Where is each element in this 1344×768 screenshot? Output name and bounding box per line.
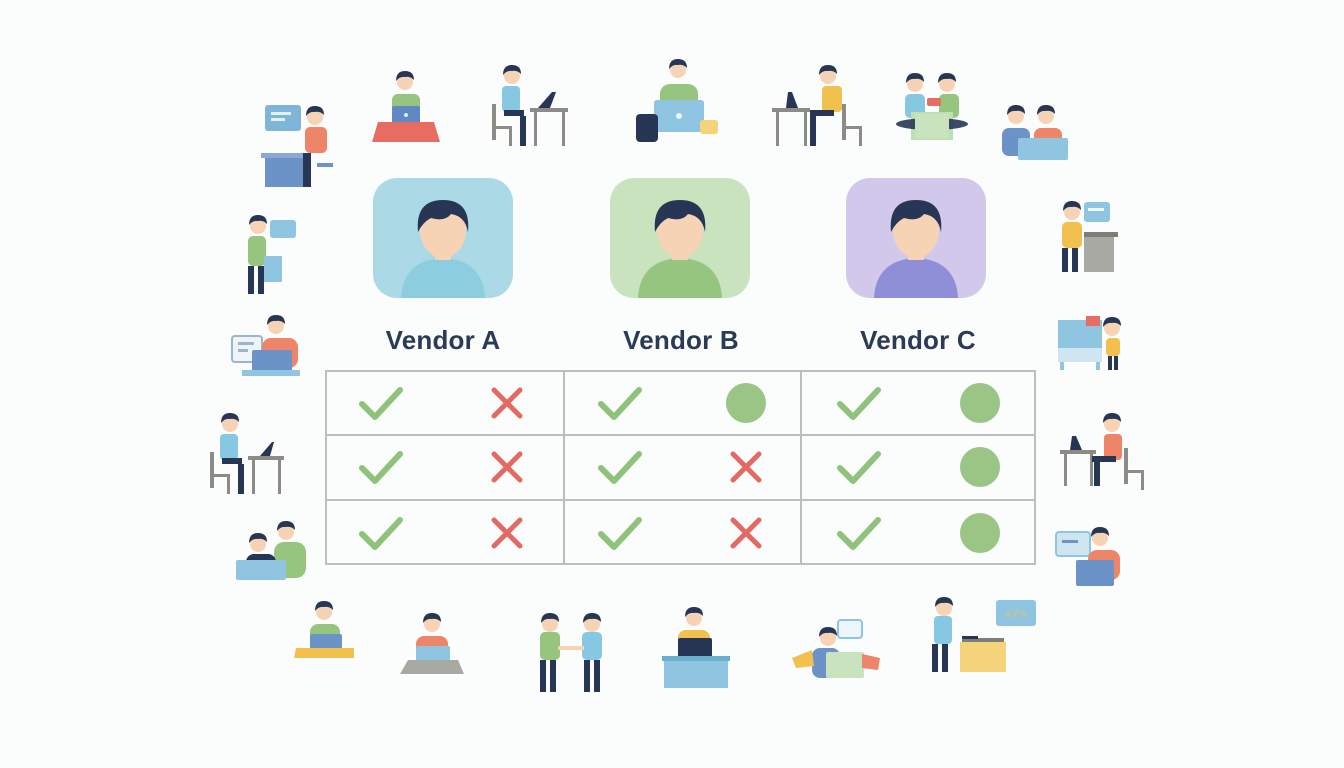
svg-text:</>: </> xyxy=(1005,608,1027,622)
two-people-laptop-icon xyxy=(1002,105,1068,160)
checkmark-icon xyxy=(834,378,884,428)
vendor-a-name: Vendor A xyxy=(385,325,501,355)
cross-icon xyxy=(721,508,771,558)
person-laptop-icon xyxy=(294,601,354,658)
cross-icon xyxy=(482,508,532,558)
checkmark-icon xyxy=(595,508,645,558)
vendor-c-name: Vendor C xyxy=(860,325,976,355)
person-at-desk-side-icon xyxy=(210,413,284,494)
grid-divider xyxy=(327,499,1034,501)
person-laptop-board-icon xyxy=(1058,316,1121,370)
filled-circle-icon xyxy=(955,378,1005,428)
filled-circle-icon xyxy=(955,442,1005,492)
standing-person-computer-icon xyxy=(1062,201,1118,272)
checkmark-icon xyxy=(834,508,884,558)
person-avatar-icon xyxy=(401,200,485,298)
person-avatar-icon xyxy=(874,200,958,298)
person-at-desk-side-icon xyxy=(492,65,568,146)
person-laptop-icon xyxy=(400,613,464,674)
vendor-b-name: Vendor B xyxy=(623,325,739,355)
grid-divider xyxy=(800,372,802,563)
checkmark-icon xyxy=(595,442,645,492)
checkmark-icon xyxy=(834,442,884,492)
filled-circle-icon xyxy=(721,378,771,428)
vendor-b-card xyxy=(610,178,750,298)
person-laptop-on-cushion-icon xyxy=(636,59,718,142)
person-laptop-chat-icon xyxy=(1055,527,1120,586)
vendor-a-card xyxy=(373,178,513,298)
vendor-c-card xyxy=(846,178,986,298)
checkmark-icon xyxy=(356,378,406,428)
person-with-chat-at-desk-icon xyxy=(261,105,333,187)
person-laptop-chat-icon xyxy=(792,619,880,678)
person-at-counter-icon xyxy=(662,607,730,688)
cross-icon xyxy=(482,378,532,428)
checkmark-icon xyxy=(356,442,406,492)
filled-circle-icon xyxy=(955,508,1005,558)
cross-icon xyxy=(721,442,771,492)
two-people-working-icon xyxy=(896,73,968,140)
cross-icon xyxy=(482,442,532,492)
standing-person-chat-icon xyxy=(248,215,296,294)
standing-person-code-icon: </> xyxy=(932,597,1036,672)
checkmark-icon xyxy=(356,508,406,558)
two-people-handshake-icon xyxy=(540,613,602,692)
person-at-desk-side-icon xyxy=(1060,413,1144,490)
person-at-desk-side-icon xyxy=(772,65,862,146)
person-avatar-icon xyxy=(638,200,722,298)
checkmark-icon xyxy=(595,378,645,428)
two-people-laptop-icon xyxy=(236,521,306,580)
grid-divider xyxy=(327,434,1034,436)
person-laptop-board-icon xyxy=(231,315,300,376)
grid-divider xyxy=(563,372,565,563)
person-laptop-on-mat-icon xyxy=(372,71,440,142)
comparison-grid xyxy=(325,370,1036,565)
